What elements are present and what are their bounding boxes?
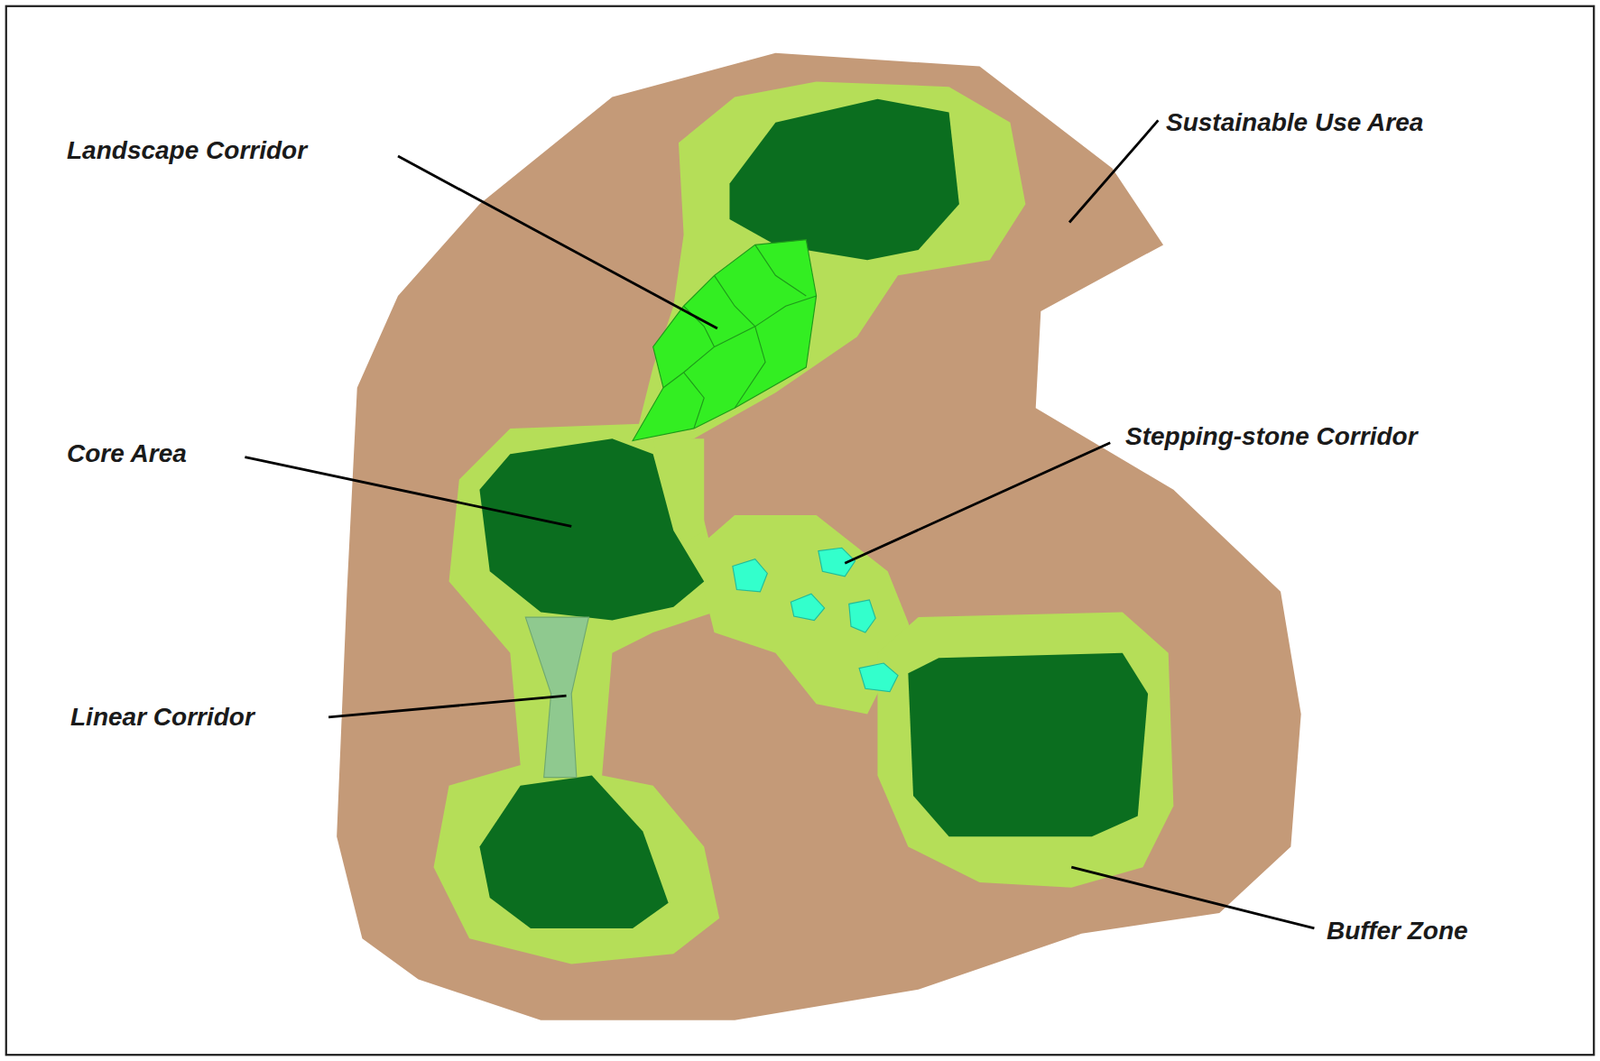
region-label: Stepping-stone Corridor xyxy=(1123,422,1420,452)
core-area xyxy=(479,99,1148,929)
stepping-stone-corridor xyxy=(732,547,898,692)
leader-line xyxy=(244,120,1314,929)
buffer-zone xyxy=(434,81,1175,964)
sustainable-use-area xyxy=(336,53,1302,1021)
region-label: Buffer Zone xyxy=(1324,916,1471,946)
frame xyxy=(6,6,1594,1055)
landscape-corridor xyxy=(632,240,817,442)
region-label: Core Area xyxy=(64,439,189,469)
region-label: Sustainable Use Area xyxy=(1164,108,1425,138)
region-label: Landscape Corridor xyxy=(64,136,309,166)
region-label: Linear Corridor xyxy=(68,702,257,732)
